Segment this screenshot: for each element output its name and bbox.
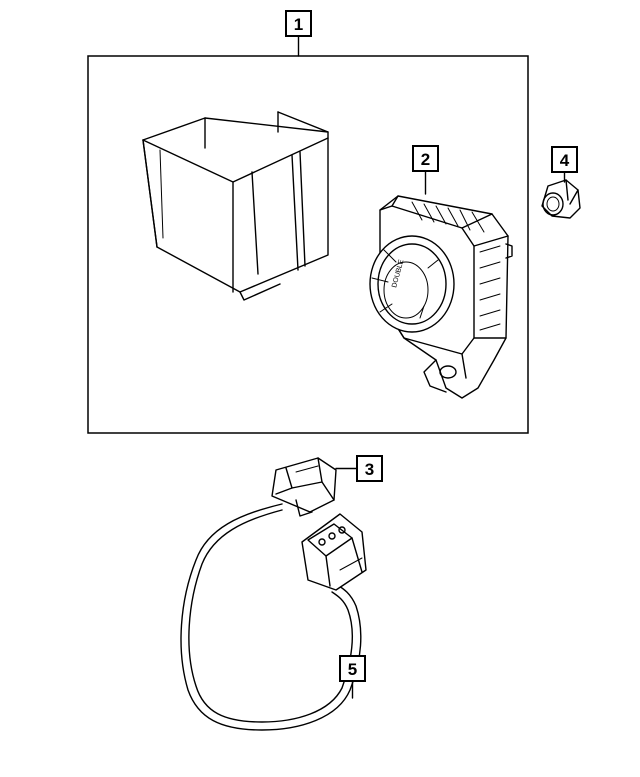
- callout-4-label: 4: [560, 151, 570, 170]
- cover-part: [142, 111, 329, 301]
- wiring-harness-part: [180, 457, 367, 731]
- callout-5-label: 5: [348, 660, 357, 679]
- callout-2[interactable]: 2: [412, 145, 439, 172]
- callout-1[interactable]: 1: [285, 10, 312, 37]
- callout-3-label: 3: [365, 460, 374, 479]
- callout-1-label: 1: [294, 15, 303, 34]
- callout-4[interactable]: 4: [551, 146, 578, 173]
- assembly-frame: [87, 55, 529, 434]
- grommet-part: [541, 179, 581, 219]
- module-part: DOUBLE: [369, 195, 513, 399]
- callout-2-label: 2: [421, 150, 430, 169]
- callout-3[interactable]: 3: [356, 455, 383, 482]
- callout-5[interactable]: 5: [339, 655, 366, 682]
